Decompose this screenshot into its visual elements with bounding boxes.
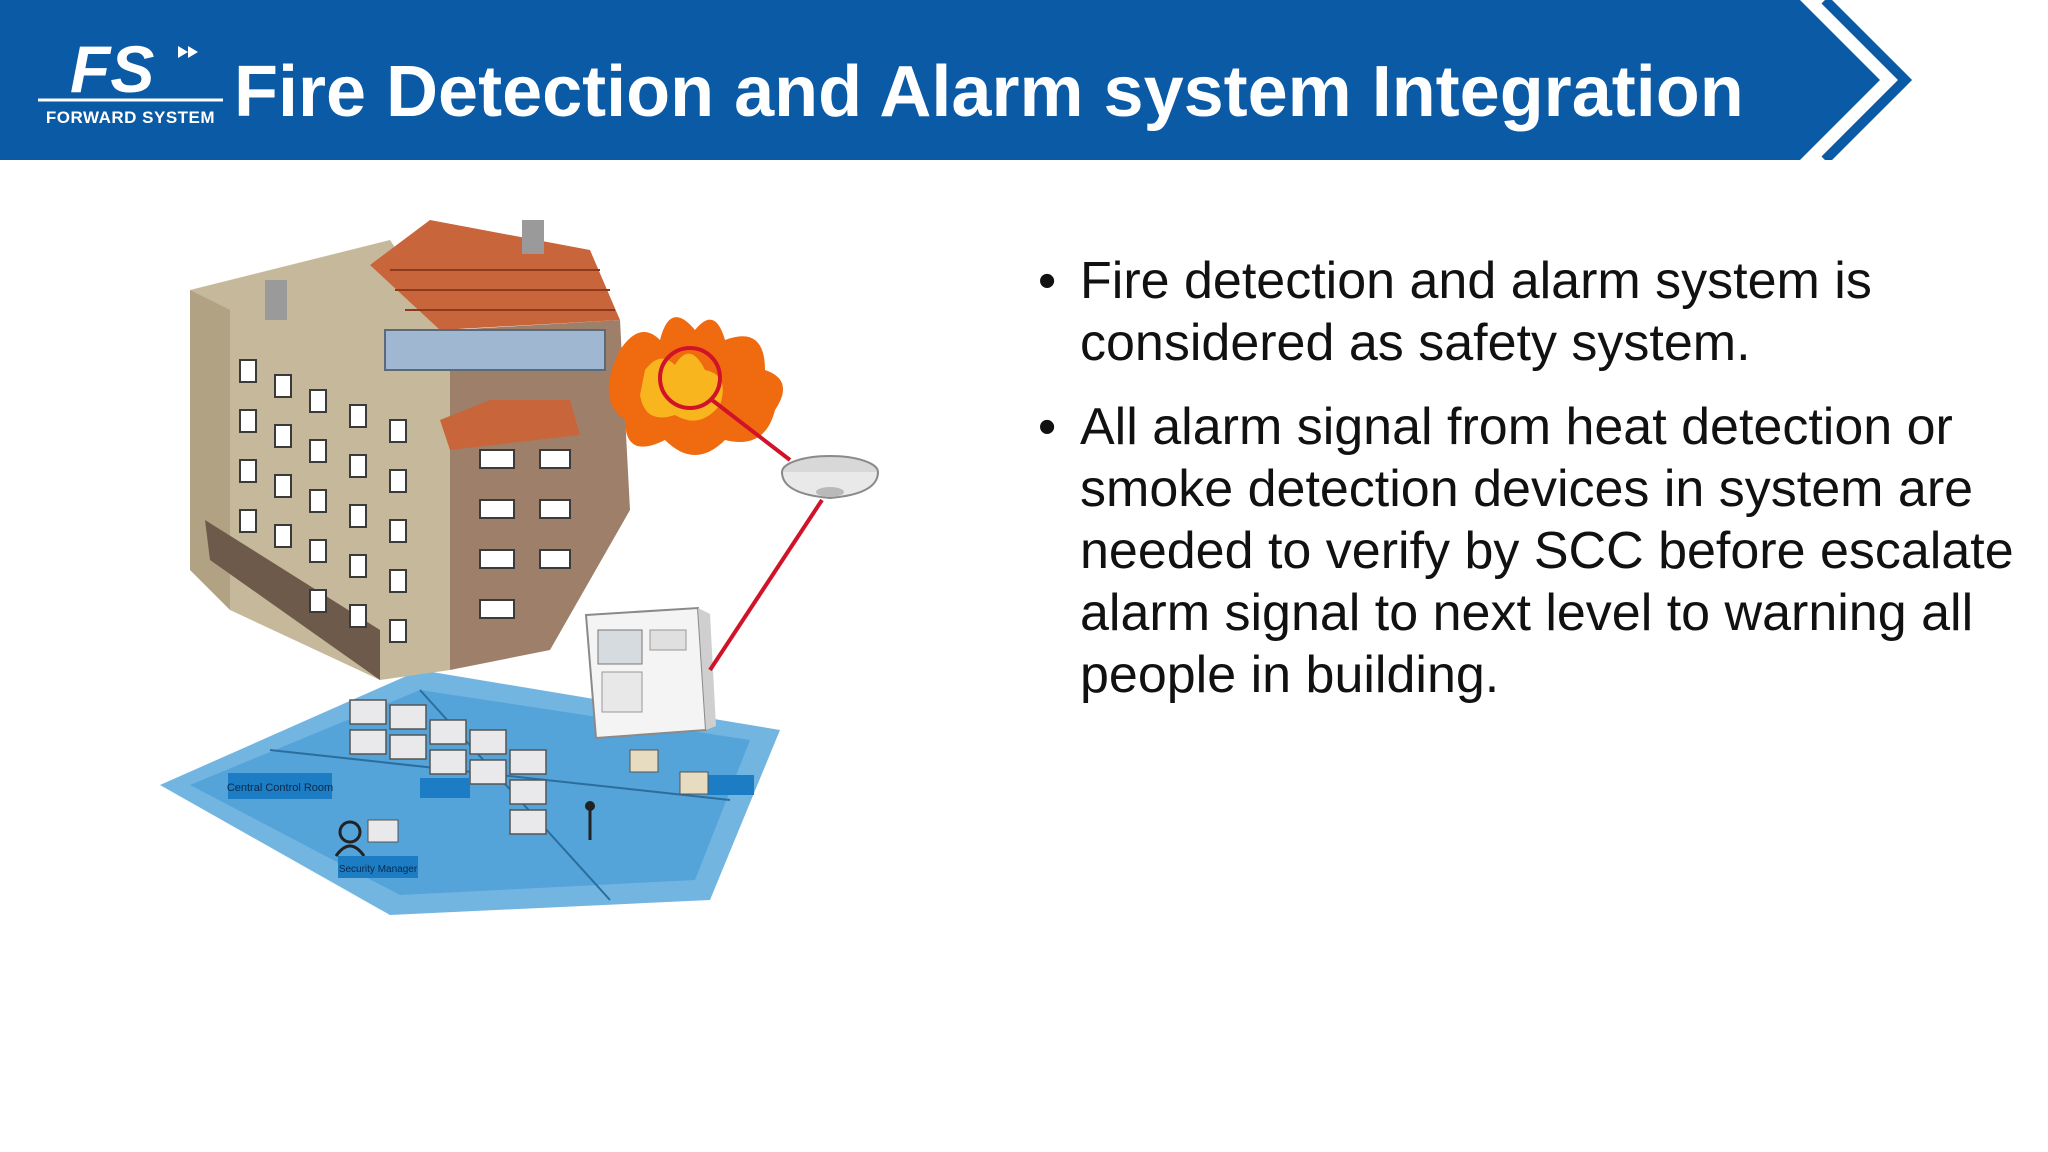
header-band: FS FORWARD SYSTEM Fire Detection and Ala… [0,0,2048,160]
bullet-item: All alarm signal from heat detection or … [1028,396,2028,706]
bullet-list: Fire detection and alarm system is consi… [1028,250,2028,728]
building [190,220,630,680]
logo-caption: FORWARD SYSTEM [45,108,216,127]
smoke-detector-icon [781,455,879,500]
slide-title: Fire Detection and Alarm system Integrat… [234,52,1744,132]
svg-text:FS: FS [70,34,154,104]
fire-alarm-illustration: Central Control Room Security Manager [160,220,879,915]
company-logo: FS FORWARD SYSTEM [38,32,223,130]
fire-alarm-control-panel [584,606,716,740]
label-security-manager: Security Manager [339,864,418,875]
label-central-control-room: Central Control Room [227,782,333,794]
alarm-wiring [708,398,824,672]
header-band-shape [0,0,1913,160]
fs-logo-mark-icon: FS [38,32,223,106]
bullet-item: Fire detection and alarm system is consi… [1028,250,2028,374]
